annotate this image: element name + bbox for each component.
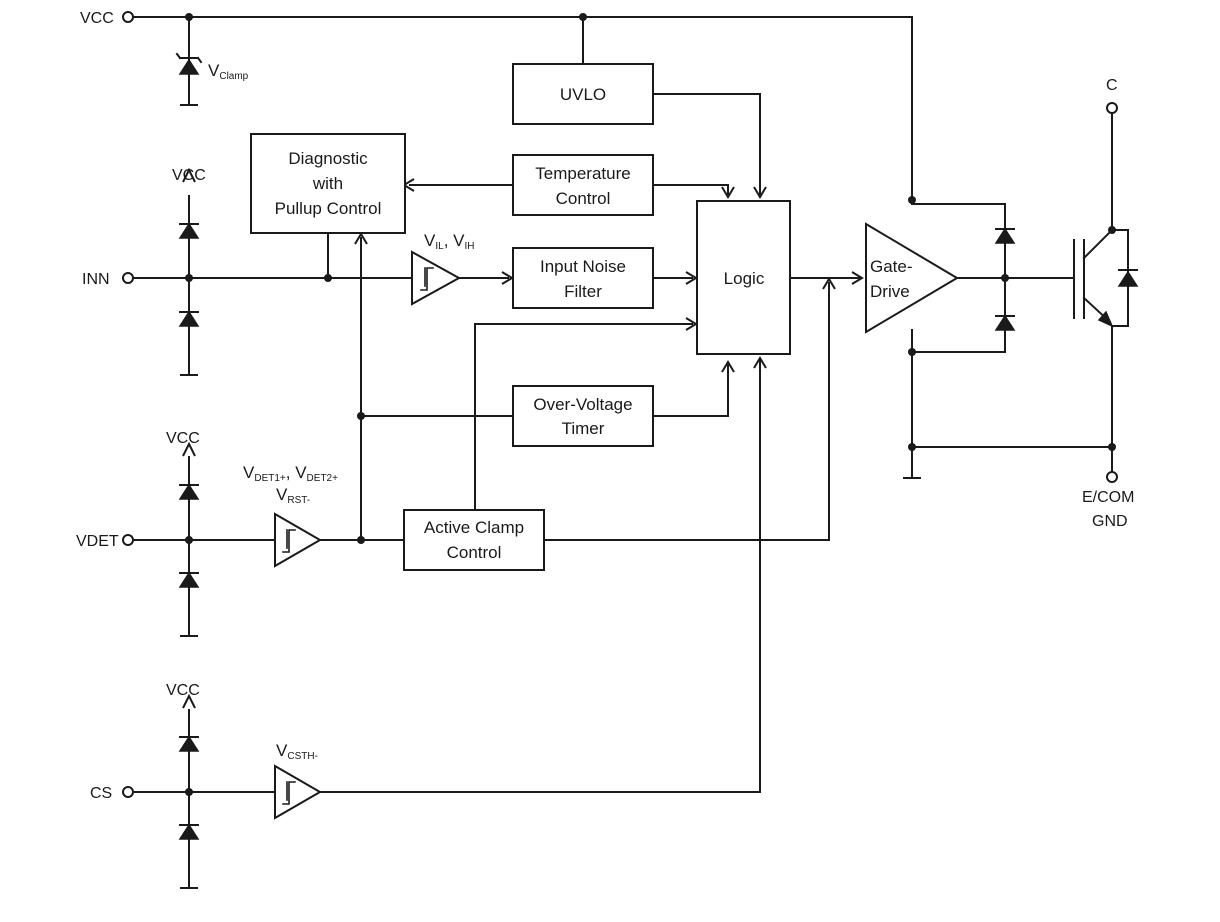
diode-icon [178,222,200,239]
vcsth-label: VCSTH- [276,741,318,762]
junction-dots [185,13,1116,796]
comparator-inn [411,250,462,306]
pin-label-ecom: E/COM [1082,489,1134,506]
gate-drive-label-1: Gate- [870,257,913,276]
pin-label-gnd: GND [1092,513,1128,530]
diagnostic-label-2: with [312,174,343,193]
pin-vcc [122,11,134,23]
igbt-icon [1073,228,1139,328]
diode-icon [178,483,200,500]
noise-filter-label-1: Input Noise [540,257,626,276]
comparator-cs [274,764,322,820]
active-clamp-control-block [403,509,545,571]
logic-block [696,200,791,355]
comparator-vdet [274,512,322,568]
diagnostic-label-1: Diagnostic [288,149,368,168]
pin-ecom [1106,471,1118,483]
zener-diode-icon [175,52,203,75]
arrow-ov-logic [721,360,735,373]
over-voltage-label-2: Timer [562,419,605,438]
input-noise-filter-block [512,247,654,309]
vcc-label-inn: VCC [172,167,206,184]
pin-c [1106,102,1118,114]
arrow-logic-gate [851,271,864,285]
pin-label-vcc: VCC [80,10,114,27]
arrow-cs-logic [753,356,767,369]
pin-label-c: C [1106,77,1118,94]
noise-filter-label-2: Filter [564,282,602,301]
uvlo-block [512,63,654,125]
diode-icon [178,823,200,840]
pin-label-vdet: VDET [76,533,119,550]
arrow-vcc-cs [182,693,196,709]
active-clamp-label-1: Active Clamp [424,518,524,537]
arrow-vcc-inn [182,167,196,183]
arrow-clamp-gate [822,277,836,290]
temperature-control-block [512,154,654,216]
pin-label-cs: CS [90,785,112,802]
over-voltage-timer-block [512,385,654,447]
temperature-label-1: Temperature [535,164,630,183]
diode-icon [178,310,200,327]
pin-label-inn: INN [82,271,110,288]
logic-label: Logic [724,269,765,288]
vclamp-label: VClamp [208,61,249,82]
vcc-label-cs: VCC [166,682,200,699]
vcc-label-vdet: VCC [166,430,200,447]
vil-vih-label: VIL, VIH [424,231,474,252]
diode-icon [178,735,200,752]
arrow-temp-logic [721,186,735,199]
diode-icon [994,227,1016,244]
pin-inn [122,272,134,284]
diodes [175,52,1016,840]
diagnostic-block [250,133,406,234]
wires [133,16,1129,889]
active-clamp-label-2: Control [447,543,502,562]
pin-circles [122,11,1118,798]
gate-drive-label-2: Drive [870,282,910,301]
arrow-vcc-vdet [182,441,196,457]
diode-icon [994,314,1016,331]
diode-icon [178,571,200,588]
pin-cs [122,786,134,798]
diagnostic-label-3: Pullup Control [275,199,382,218]
vdet-threshold-label: VDET1+, VDET2+ [243,463,338,484]
over-voltage-label-1: Over-Voltage [533,395,632,414]
gate-drive-block [865,222,959,334]
temperature-label-2: Control [556,189,611,208]
arrow-uvlo-logic [753,186,767,199]
uvlo-label: UVLO [560,85,606,104]
vrst-label: VRST- [276,485,310,506]
pin-vdet [122,534,134,546]
